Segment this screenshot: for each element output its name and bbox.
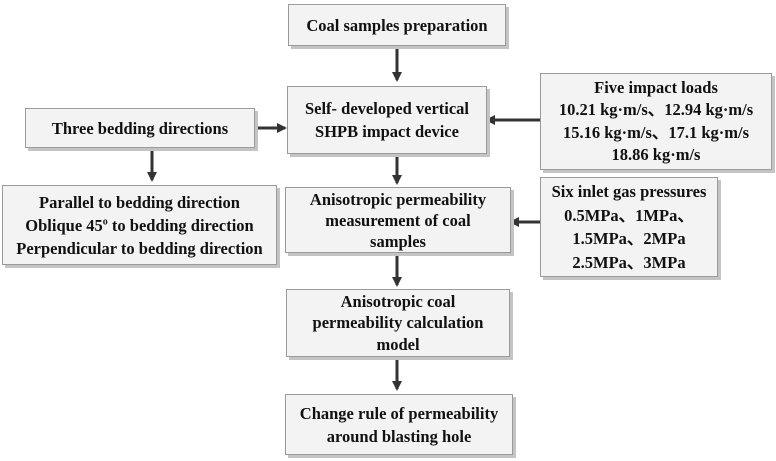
node-text-line: Coal samples preparation bbox=[306, 15, 488, 35]
node-text-line: Anisotropic permeability bbox=[309, 189, 487, 209]
node-text-line: 15.16 kg·m/s、17.1 kg·m/s bbox=[562, 122, 750, 142]
node-text-line: Self- developed vertical bbox=[304, 99, 470, 118]
node-text-line: permeability calculation bbox=[312, 313, 484, 333]
node-bedding-direction-list: Parallel to bedding direction Oblique 45… bbox=[2, 185, 277, 265]
degree-superscript: o bbox=[102, 216, 108, 227]
node-text-line: Change rule of permeability bbox=[299, 403, 499, 423]
node-text-line: 18.86 kg·m/s bbox=[611, 145, 701, 164]
node-permeability-calculation-model: Anisotropic coal permeability calculatio… bbox=[286, 289, 510, 357]
node-change-rule-of-permeability: Change rule of permeability around blast… bbox=[285, 394, 513, 455]
node-text-line: measurement of coal bbox=[325, 210, 471, 230]
oblique-text-tail: to bedding direction bbox=[107, 215, 254, 235]
node-text-line: 1.5MPa、2MPa bbox=[572, 229, 686, 248]
node-shpb-impact-device: Self- developed vertical SHPB impact dev… bbox=[287, 86, 487, 154]
node-three-bedding-directions: Three bedding directions bbox=[25, 108, 255, 148]
node-text-line: samples bbox=[370, 231, 426, 251]
node-anisotropic-permeability-measurement: Anisotropic permeability measurement of … bbox=[285, 187, 511, 253]
node-text-line: Six inlet gas pressures bbox=[551, 182, 707, 201]
oblique-text: Oblique 45 bbox=[25, 215, 103, 235]
node-text-line: 2.5MPa、3MPa bbox=[572, 252, 686, 272]
node-text-line: model bbox=[376, 334, 420, 354]
node-text-line: 10.21 kg·m/s、12.94 kg·m/s bbox=[558, 100, 754, 119]
node-text-line: Three bedding directions bbox=[51, 118, 229, 138]
node-text-line: Perpendicular to bedding direction bbox=[16, 238, 263, 258]
node-coal-samples-preparation: Coal samples preparation bbox=[288, 4, 506, 46]
node-text-line: Parallel to bedding direction bbox=[39, 192, 240, 212]
node-text-line: around blasting hole bbox=[326, 426, 472, 446]
node-text-line: Anisotropic coal bbox=[340, 291, 456, 311]
node-text-line: SHPB impact device bbox=[315, 122, 459, 141]
node-text-line: Five impact loads bbox=[594, 77, 718, 97]
node-five-impact-loads: Five impact loads 10.21 kg·m/s、12.94 kg·… bbox=[540, 73, 772, 170]
node-text-line: Oblique 45o to bedding direction bbox=[25, 214, 253, 237]
node-six-inlet-gas-pressures: Six inlet gas pressures 0.5MPa、1MPa、 1.5… bbox=[540, 177, 718, 277]
node-text-line: 0.5MPa、1MPa、 bbox=[564, 205, 694, 225]
